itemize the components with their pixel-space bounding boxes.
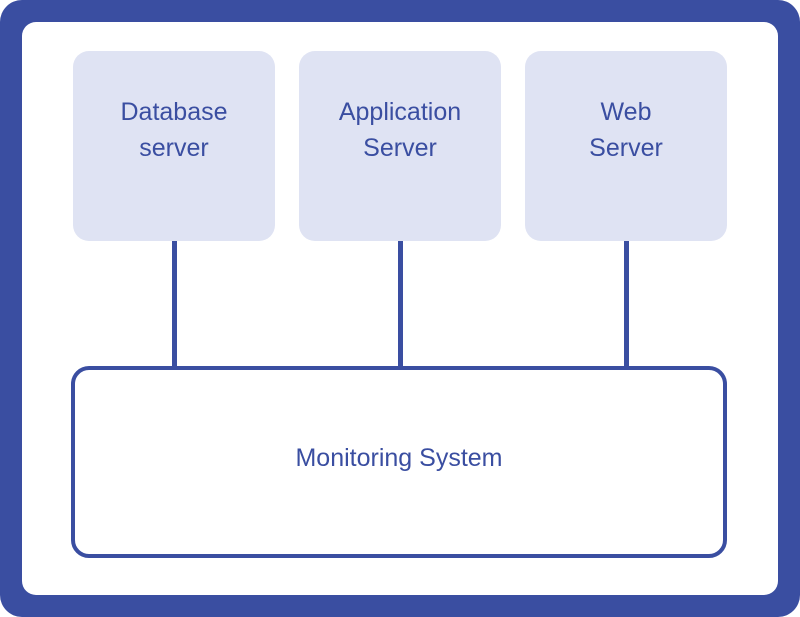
application-server-connector — [398, 241, 403, 367]
database-server-node: Database server — [73, 51, 275, 241]
database-server-connector — [172, 241, 177, 367]
database-server-label-line2: server — [139, 134, 209, 162]
application-server-label: Application Server — [339, 94, 461, 166]
database-server-label: Database server — [120, 94, 227, 166]
web-server-connector — [624, 241, 629, 367]
monitoring-system-label: Monitoring System — [295, 443, 503, 472]
web-server-node: Web Server — [525, 51, 727, 241]
application-server-label-line1: Application — [338, 98, 462, 126]
monitoring-system-node: Monitoring System — [71, 366, 727, 558]
database-server-label-line1: Database — [120, 98, 228, 126]
web-server-label-line2: Server — [589, 134, 663, 162]
web-server-label: Web Server — [589, 94, 663, 166]
web-server-label-line1: Web — [600, 98, 652, 126]
application-server-node: Application Server — [299, 51, 501, 241]
application-server-label-line2: Server — [363, 134, 437, 162]
